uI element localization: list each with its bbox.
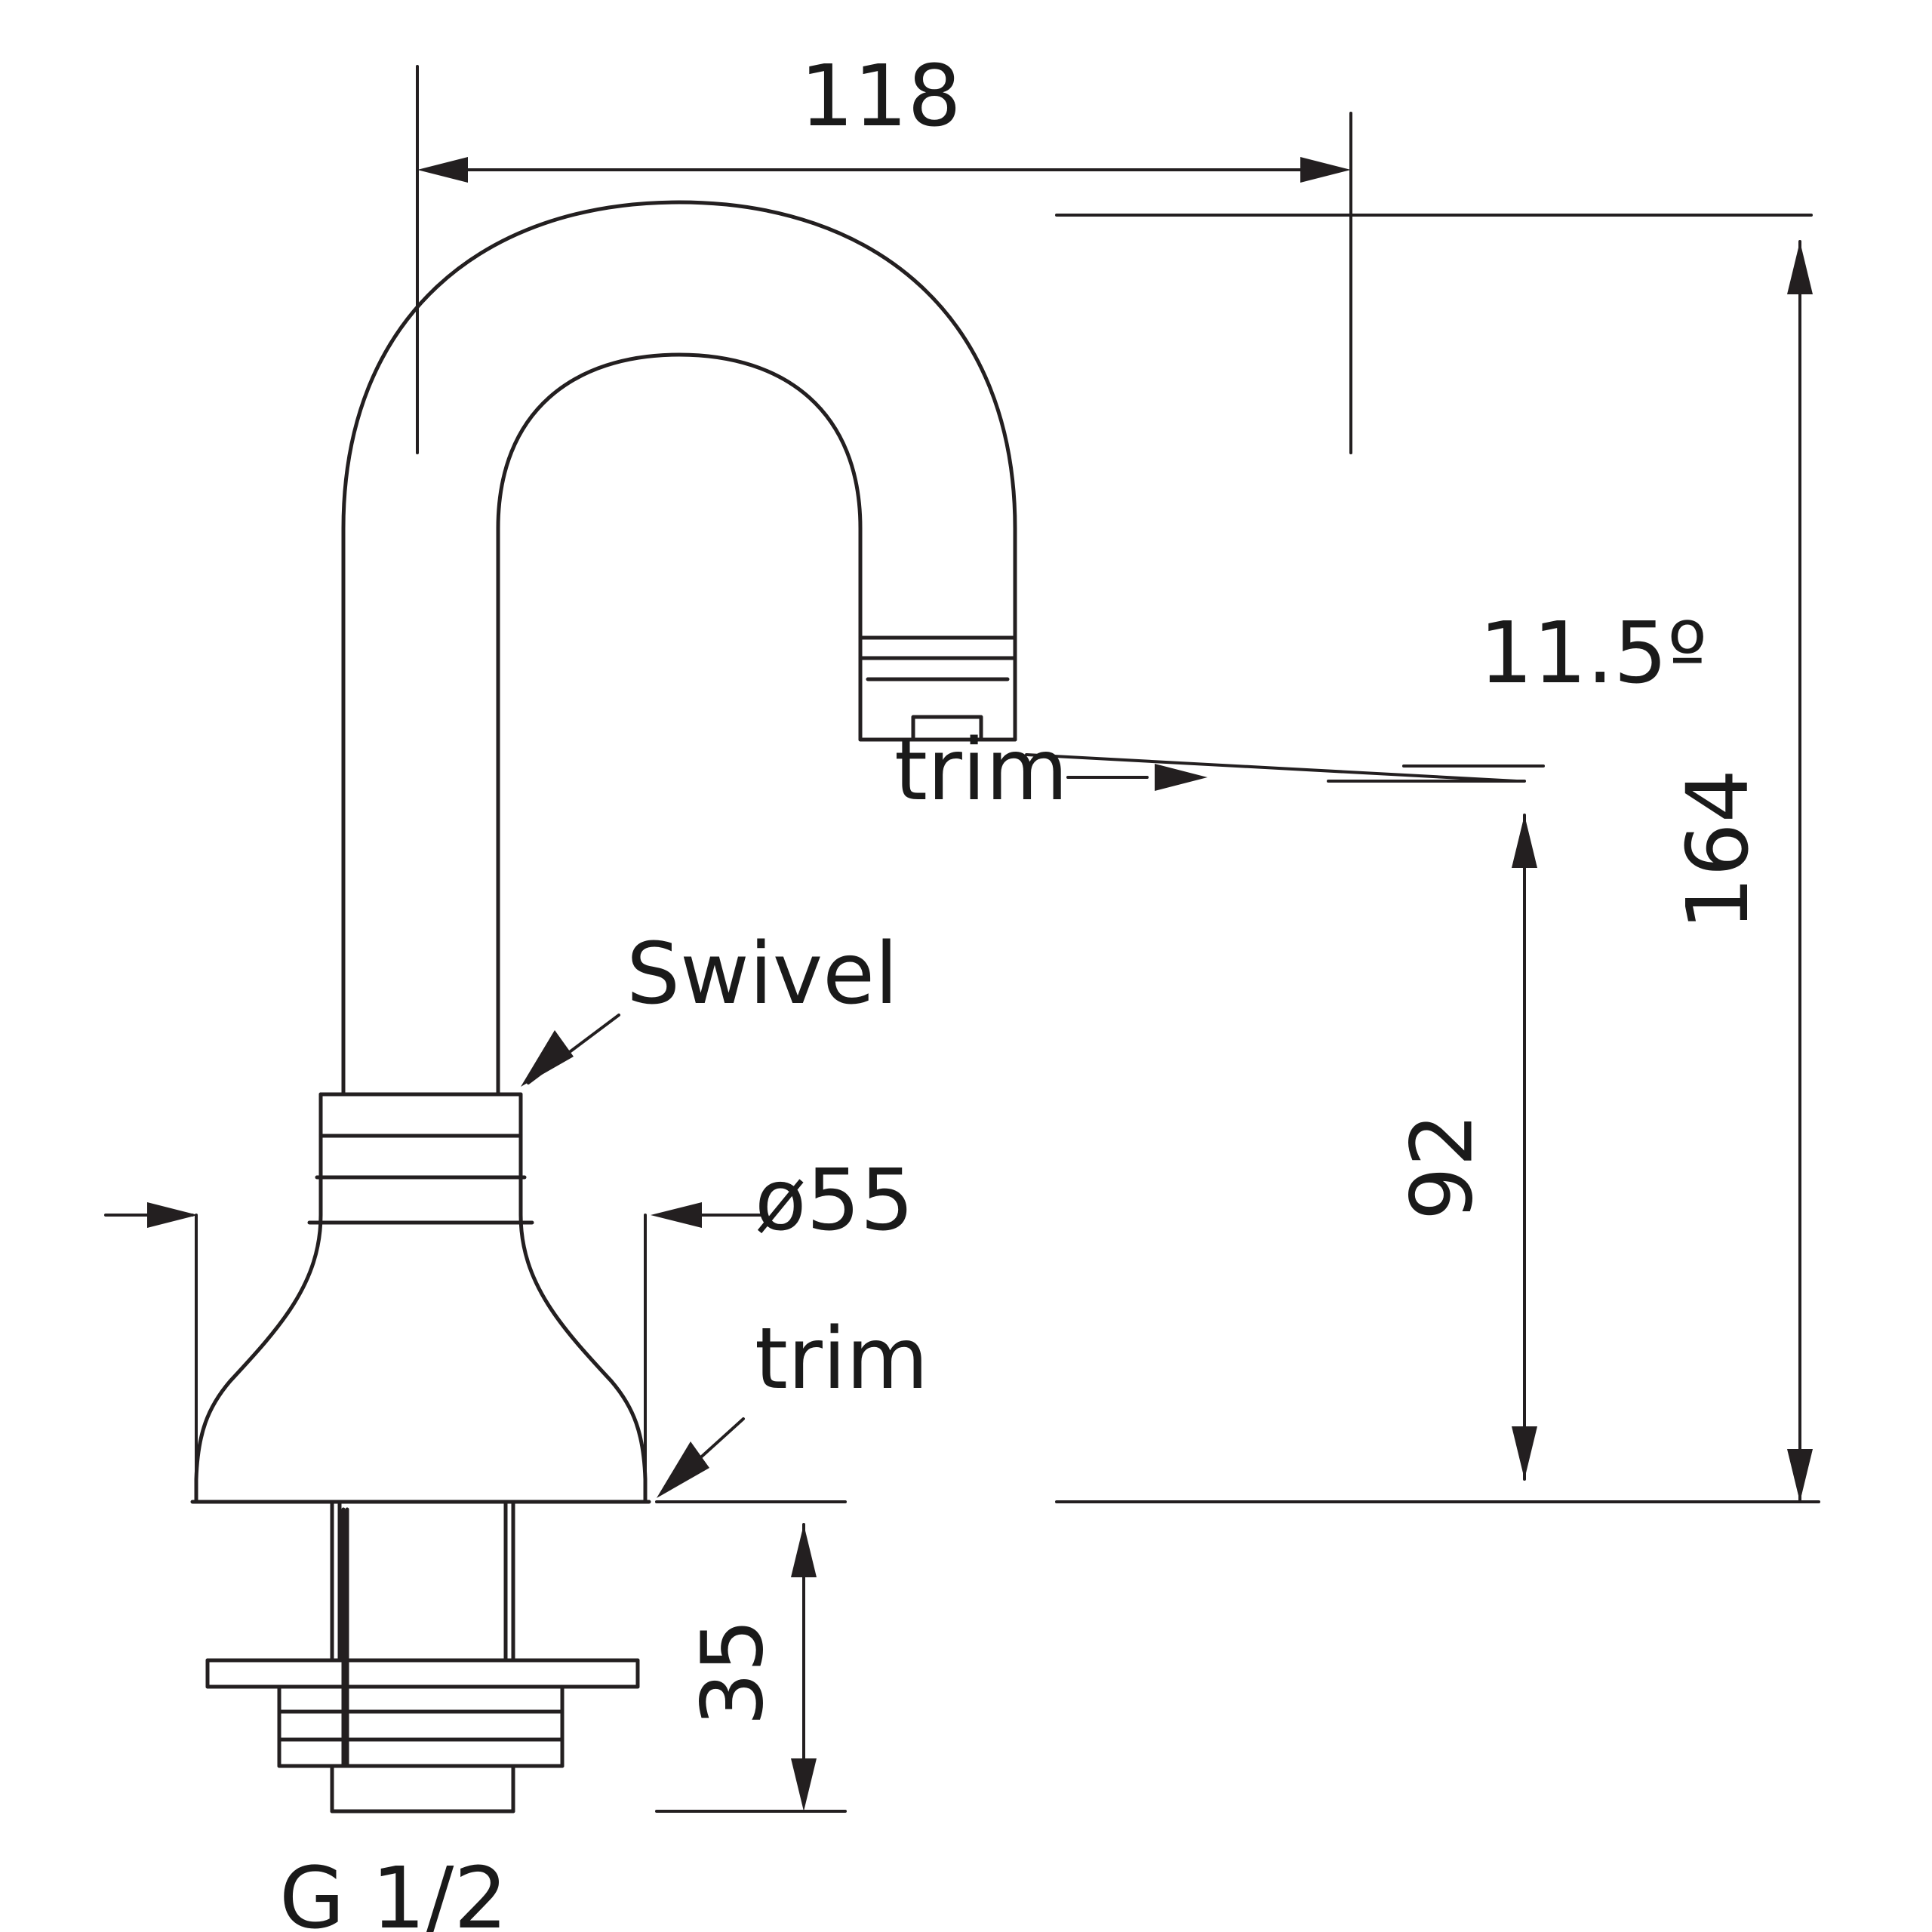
label-swivel: Swivel	[626, 925, 899, 1023]
dim-label-diameter-55: ø55	[755, 1152, 915, 1250]
base-right-profile	[518, 1175, 648, 1504]
spout-outer-wall	[341, 200, 1017, 1097]
arrowhead-35-top	[791, 1524, 817, 1577]
arrowhead-small-left	[147, 1202, 198, 1228]
dim-label-164: 164	[1669, 769, 1767, 931]
label-thread-g12: G 1/2	[279, 1850, 508, 1932]
arrowhead-92-top	[1512, 815, 1537, 868]
arrowhead-d55	[651, 1202, 702, 1228]
arrowhead-118-left	[417, 157, 468, 183]
angle-leader-upper	[1025, 753, 1518, 783]
dim-label-92: 92	[1393, 1112, 1492, 1221]
spout-inner-wall	[496, 352, 863, 1097]
base-left-profile	[194, 1175, 323, 1504]
dim-label-angle: 11.5º	[1479, 605, 1708, 703]
arrowhead-35-bottom	[791, 1758, 817, 1811]
arrowhead-swivel	[521, 1030, 574, 1087]
arrowhead-trim-upper	[1155, 764, 1208, 791]
aerator-slot	[911, 715, 983, 742]
arrowhead-118-right	[1300, 157, 1351, 183]
arrowhead-trim-lower	[657, 1441, 709, 1498]
dim-label-35: 35	[684, 1618, 783, 1727]
arrowhead-164-bottom	[1787, 1449, 1813, 1502]
dim-label-118: 118	[800, 48, 961, 146]
label-trim-base: trim	[755, 1310, 929, 1408]
washer-body	[205, 1658, 640, 1689]
arrowhead-92-bottom	[1512, 1426, 1537, 1479]
arrowhead-164-top	[1787, 242, 1813, 294]
label-trim-spout: trim	[894, 721, 1069, 820]
